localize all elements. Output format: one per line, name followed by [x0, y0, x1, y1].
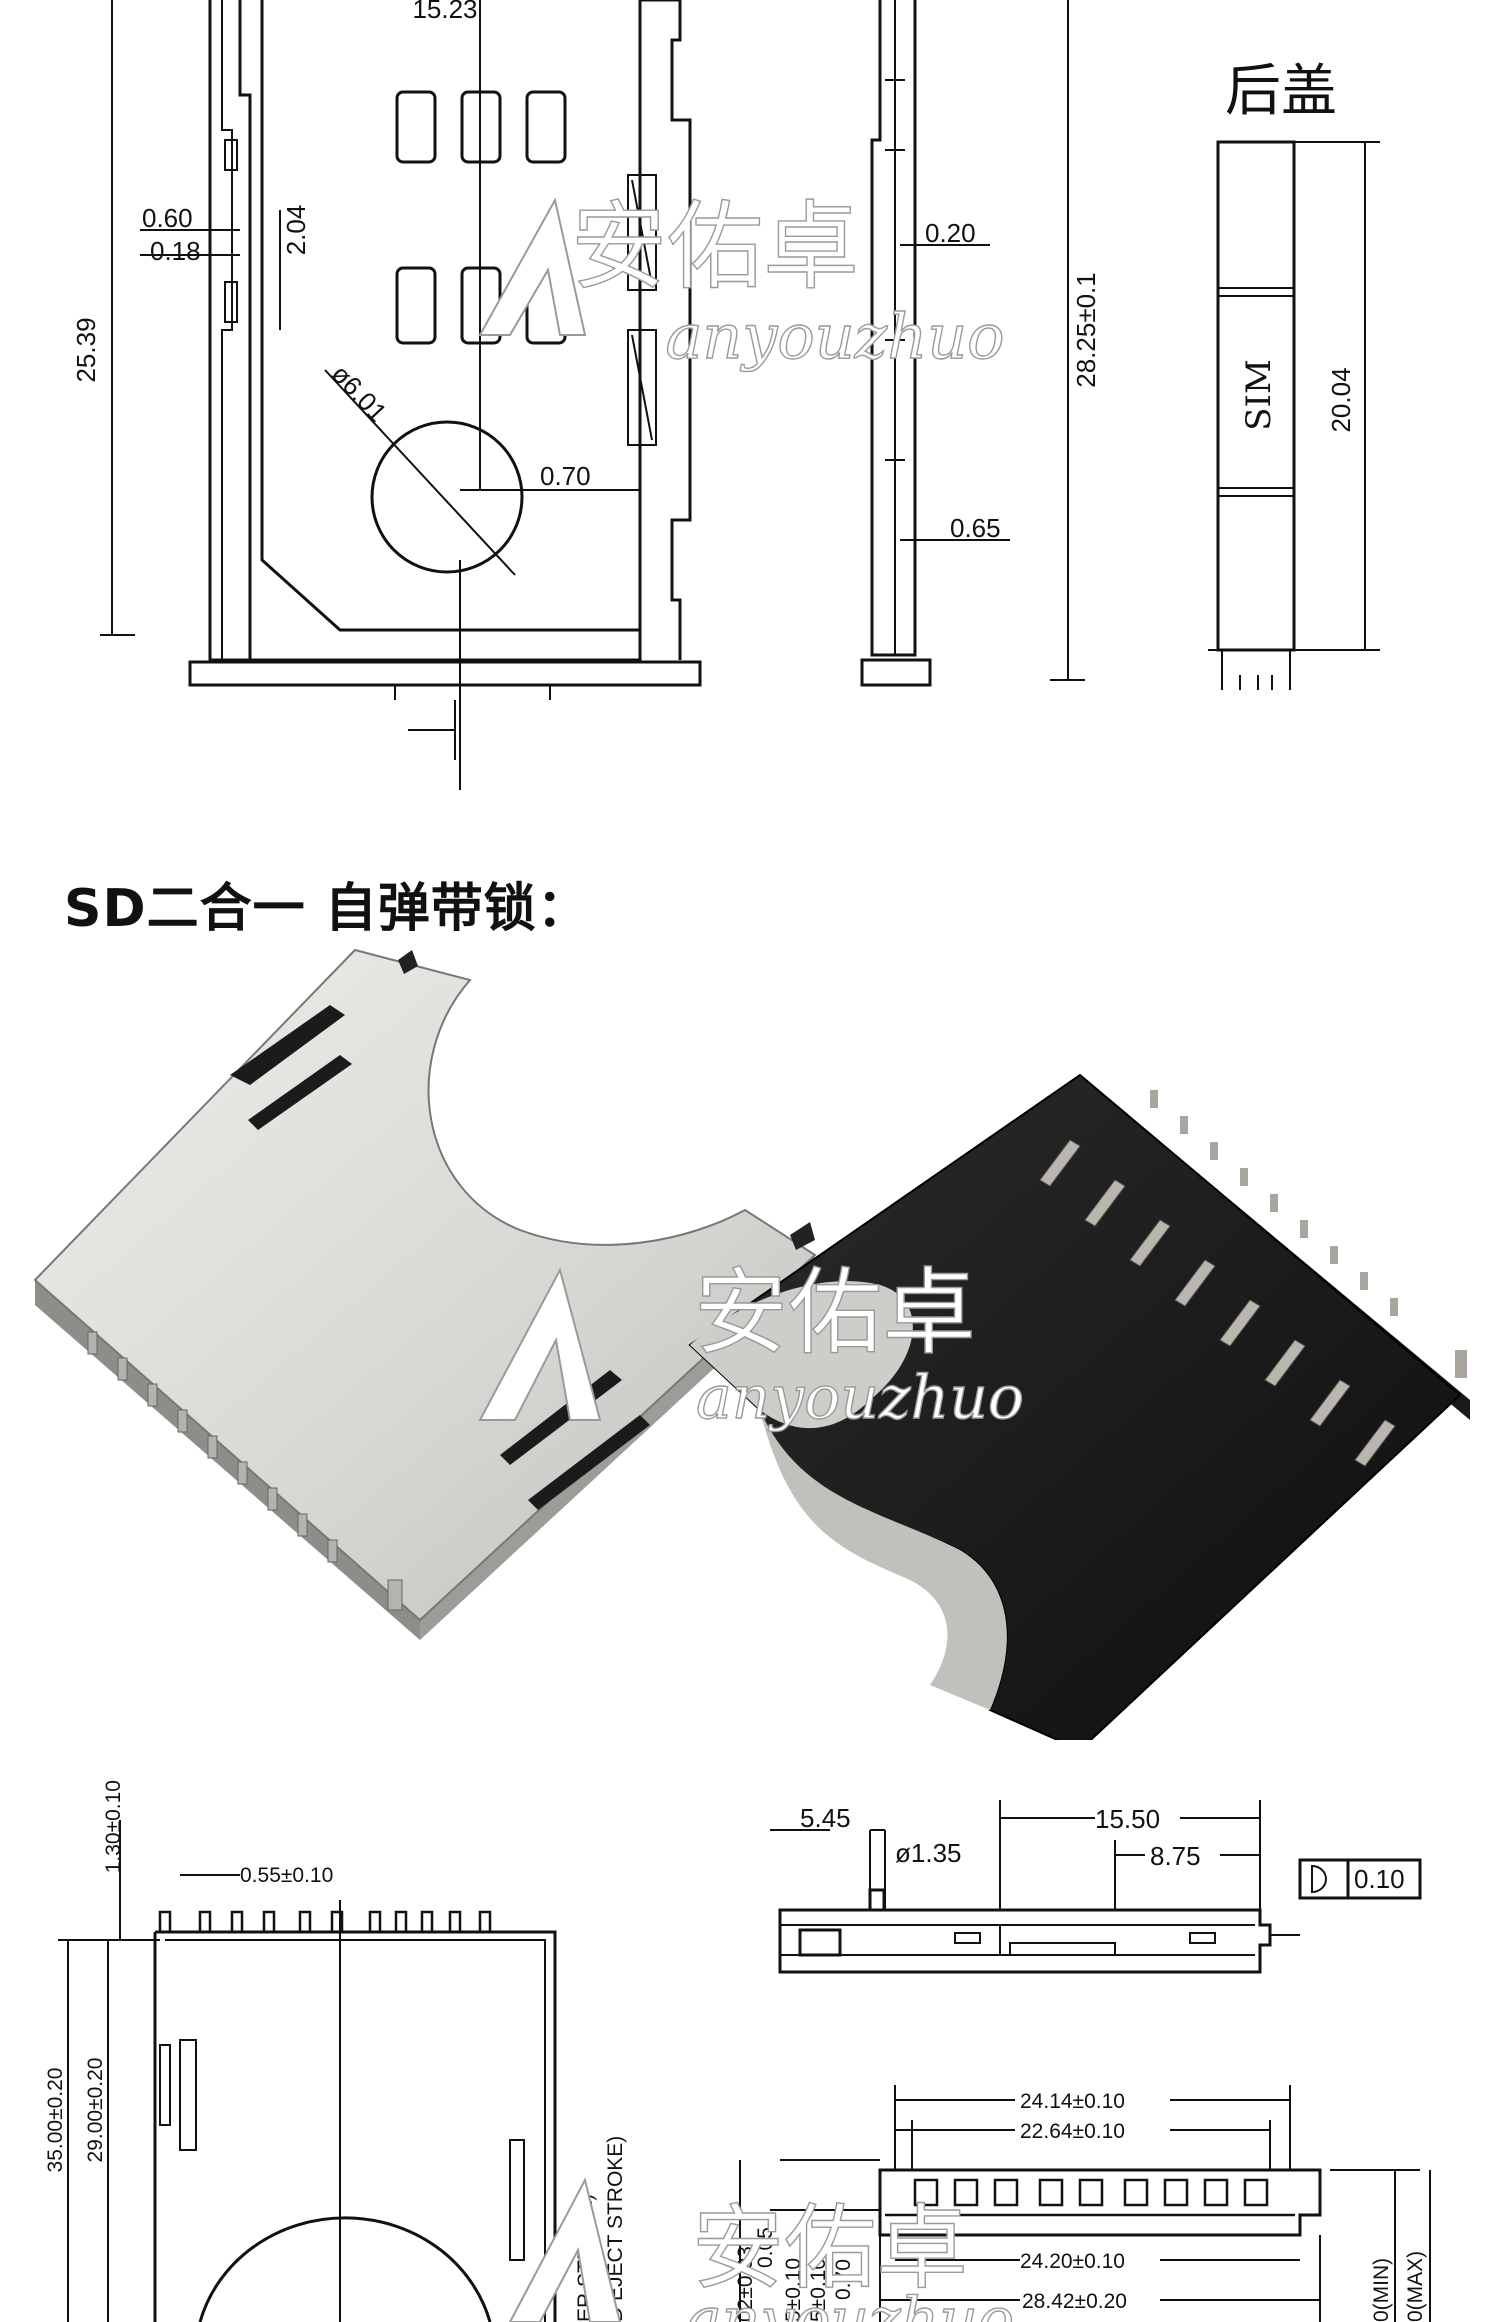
dim-diameter-6-01: ø6.01 — [326, 359, 393, 428]
flatness-tolerance-box — [1270, 1858, 1422, 1936]
dim-29-00: 29.00±0.20 — [84, 2058, 107, 2163]
plan-pins — [158, 1910, 492, 1932]
watermark-middle: 安佑卓 anyouzhuo — [478, 1258, 1025, 1434]
watermark-bottom: 安佑卓 anyouzhuo — [508, 2177, 1015, 2322]
dim-0-55: 0.55±0.10 — [240, 1864, 333, 1887]
watermark-cn: 安佑卓 — [571, 191, 859, 303]
dim-15-50: 15.50 — [1095, 1804, 1160, 1834]
dim-v-0-05: 0.05 — [754, 2227, 777, 2268]
dim-15-23: 15.23 — [412, 0, 477, 24]
dim-min: 0(MIN) — [1370, 2258, 1393, 2322]
watermark-en: anyouzhuo — [665, 300, 1004, 373]
dim-max: 0(MAX) — [1404, 2251, 1427, 2322]
section-heading: SD二合一 自弹带锁： — [64, 879, 590, 939]
dim-24-20: 24.20±0.10 — [1020, 2250, 1125, 2273]
svg-text:anyouzhuo: anyouzhuo — [696, 1363, 1024, 1433]
svg-text:安佑卓: 安佑卓 — [692, 2195, 968, 2302]
stroke-label-2: D EJECT STROKE) — [604, 2136, 627, 2322]
bottom-technical-drawing: 35.00±0.20 29.00±0.20 1.30±0.10 0.55±0.1… — [44, 1780, 1431, 2322]
dim-0-60: 0.60 — [142, 203, 193, 233]
back-cover-sim: SIM — [1239, 359, 1279, 431]
dim-v-5-1: 5±0.10 — [782, 2258, 805, 2322]
dim-20-04: 20.04 — [1326, 367, 1356, 432]
svg-text:anyouzhuo: anyouzhuo — [686, 2285, 1014, 2322]
dim-8-75: 8.75 — [1150, 1841, 1201, 1871]
front-contacts — [885, 2178, 1295, 2217]
dim-v-0-70: 0.70 — [832, 2259, 855, 2300]
dim-0-65: 0.65 — [950, 513, 1001, 543]
watermark-top: 安佑卓 anyouzhuo — [478, 190, 1005, 374]
dim-28-42: 28.42±0.20 — [1022, 2290, 1127, 2313]
sd-connector-underside — [688, 1073, 1470, 1740]
dim-35-00: 35.00±0.20 — [44, 2068, 67, 2173]
dim-diameter-1-35: ø1.35 — [895, 1838, 962, 1868]
dim-1-30: 1.30±0.10 — [102, 1780, 125, 1873]
dim-0-20: 0.20 — [925, 218, 976, 248]
dim-2-04: 2.04 — [281, 205, 311, 256]
dim-24-14: 24.14±0.10 — [1020, 2090, 1125, 2113]
dim-5-45: 5.45 — [800, 1803, 851, 1833]
dim-28-25: 28.25±0.1 — [1071, 272, 1101, 387]
dim-25-39: 25.39 — [71, 317, 101, 382]
dim-22-64: 22.64±0.10 — [1020, 2120, 1125, 2143]
dim-0-70: 0.70 — [540, 461, 591, 491]
product-photo: 安佑卓 anyouzhuo — [33, 948, 1470, 1740]
dim-flatness-0-10: 0.10 — [1354, 1864, 1405, 1894]
dim-0-18: 0.18 — [150, 236, 201, 266]
top-technical-drawing: 25.39 15.23 0.60 0.18 2.04 ø6.01 0.70 — [71, 0, 1380, 790]
back-cover-drawing — [1208, 140, 1380, 690]
svg-text:安佑卓: 安佑卓 — [694, 1259, 976, 1368]
dim-v-5-2: 5±0.10 — [807, 2258, 830, 2322]
back-cover-label: 后盖 — [1225, 59, 1337, 124]
